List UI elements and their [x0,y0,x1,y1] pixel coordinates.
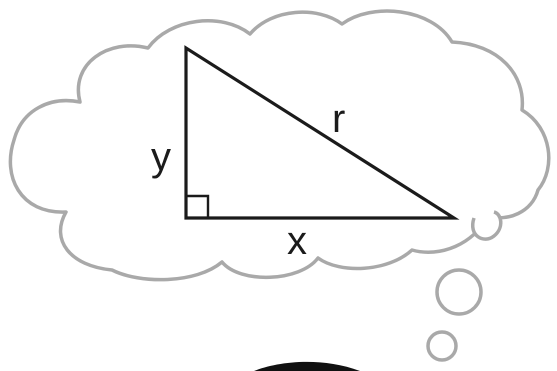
horizontal-leg-label: x [287,219,307,263]
thought-cloud-bump [470,210,503,241]
head-silhouette [254,361,360,371]
hypotenuse-label: r [332,97,345,141]
right-triangle [184,45,460,220]
thought-bubble-large [435,268,483,316]
thought-bubble-small [426,330,458,362]
right-angle-marker [186,194,210,218]
thought-cloud [8,9,551,282]
vertical-leg-label: y [151,135,171,179]
